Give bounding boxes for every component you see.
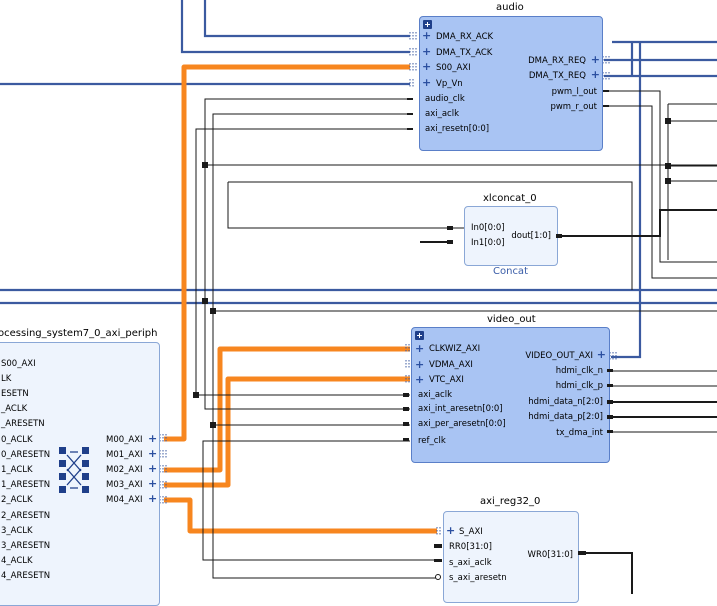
port-plus-icon[interactable]: + xyxy=(446,524,456,537)
bus-interface-icon xyxy=(159,32,617,535)
video-out-port: axi_aclk xyxy=(418,390,453,400)
video-out-port: VIDEO_OUT_AXI xyxy=(525,351,593,361)
audio-port: Vp_Vn xyxy=(436,79,463,89)
periph-port: M03_AXI xyxy=(106,480,143,490)
axi-reg32-block[interactable]: + S_AXI RR0[31:0] s_axi_aclk s_axi_arese… xyxy=(443,511,579,603)
port-plus-icon[interactable]: + xyxy=(148,462,158,475)
port-plus-icon[interactable]: + xyxy=(148,432,158,445)
video-out-block-title: video_out xyxy=(487,314,536,325)
port-plus-icon[interactable]: + xyxy=(590,53,600,66)
periph-port: 0_ARESETN xyxy=(1,450,51,460)
axi-highlight-wires xyxy=(164,64,437,534)
audio-port: DMA_TX_REQ xyxy=(528,71,586,81)
periph-port: 0_ACLK xyxy=(1,435,33,445)
signal-bus-wires xyxy=(420,209,717,594)
periph-port: M02_AXI xyxy=(106,465,143,475)
audio-port-stubs xyxy=(407,90,609,130)
periph-port: LK xyxy=(1,374,12,384)
video-out-port: tx_dma_int xyxy=(556,428,603,438)
port-plus-icon[interactable]: + xyxy=(596,348,606,361)
video-out-port: ref_clk xyxy=(418,436,446,446)
audio-port: audio_clk xyxy=(425,94,465,104)
audio-port: DMA_TX_ACK xyxy=(436,48,493,58)
video-out-port: hdmi_data_n[2:0] xyxy=(528,397,603,407)
video-out-port: hdmi_data_p[2:0] xyxy=(528,412,603,422)
expand-plus-icon[interactable] xyxy=(423,20,432,29)
port-plus-icon[interactable]: + xyxy=(415,358,425,371)
axi-reg32-port: WR0[31:0] xyxy=(527,550,573,560)
xlconcat-port: In0[0:0] xyxy=(471,223,505,233)
audio-port: DMA_RX_ACK xyxy=(436,32,494,42)
periph-port: 1_ARESETN xyxy=(1,480,51,490)
periph-port: _ACLK xyxy=(1,404,28,414)
audio-port: pwm_l_out xyxy=(551,87,597,97)
audio-port: pwm_r_out xyxy=(550,102,597,112)
axi-reg32-port: RR0[31:0] xyxy=(449,542,492,552)
axi-reg32-port: s_axi_aresetn xyxy=(449,573,507,583)
audio-port: axi_resetn[0:0] xyxy=(425,124,490,134)
periph-port: 2_ARESETN xyxy=(1,511,51,521)
xlconcat-port: dout[1:0] xyxy=(511,231,551,241)
audio-block-title: audio xyxy=(496,2,524,13)
periph-port: ESETN xyxy=(1,389,29,399)
crossbar-icon xyxy=(59,447,89,493)
audio-port: axi_aclk xyxy=(425,109,460,119)
port-plus-icon[interactable]: + xyxy=(422,45,432,58)
periph-port: M01_AXI xyxy=(106,450,143,460)
video-out-port: VTC_AXI xyxy=(429,375,464,385)
axi-reg32-port: s_axi_aclk xyxy=(449,558,492,568)
video-out-port: axi_int_aresetn[0:0] xyxy=(418,404,503,414)
port-plus-icon[interactable]: + xyxy=(422,29,432,42)
bus-wires xyxy=(0,0,717,359)
video-out-port: VDMA_AXI xyxy=(429,360,473,370)
net-junctions xyxy=(193,118,671,428)
video-out-port: hdmi_clk_n xyxy=(555,366,603,376)
video-out-block[interactable]: + CLKWIZ_AXI + VDMA_AXI + VTC_AXI axi_ac… xyxy=(411,327,610,463)
audio-block[interactable]: + DMA_RX_ACK + DMA_TX_ACK + S00_AXI + Vp… xyxy=(419,16,603,151)
periph-port: 2_ACLK xyxy=(1,495,33,505)
xlconcat-subtitle: Concat xyxy=(493,266,528,277)
periph-port: 3_ARESETN xyxy=(1,541,51,551)
axi-reg32-block-title: axi_reg32_0 xyxy=(480,496,541,507)
expand-plus-icon[interactable] xyxy=(415,331,424,340)
video-out-port: CLKWIZ_AXI xyxy=(429,344,481,354)
periph-port: M00_AXI xyxy=(106,435,143,445)
periph-port: 4_ACLK xyxy=(1,556,33,566)
periph-port: 1_ACLK xyxy=(1,465,33,475)
periph-port: M04_AXI xyxy=(106,495,143,505)
port-plus-icon[interactable]: + xyxy=(148,477,158,490)
periph-port: S00_AXI xyxy=(1,359,36,369)
periph-block[interactable]: S00_AXI LK ESETN _ACLK _ARESETN 0_ACLK 0… xyxy=(0,342,160,606)
video-out-port: axi_per_aresetn[0:0] xyxy=(418,419,506,429)
audio-port: DMA_RX_REQ xyxy=(528,56,586,66)
periph-port: 4_ARESETN xyxy=(1,571,51,581)
port-plus-icon[interactable]: + xyxy=(148,447,158,460)
video-out-port: hdmi_clk_p xyxy=(555,381,603,391)
port-plus-icon[interactable]: + xyxy=(415,342,425,355)
xlconcat-port: In1[0:0] xyxy=(471,238,505,248)
audio-port: S00_AXI xyxy=(436,63,471,73)
port-plus-icon[interactable]: + xyxy=(422,76,432,89)
xlconcat-block-title: xlconcat_0 xyxy=(483,193,537,204)
port-plus-icon[interactable]: + xyxy=(148,492,158,505)
periph-block-title: ocessing_system7_0_axi_periph xyxy=(0,328,158,339)
periph-port: 3_ACLK xyxy=(1,526,33,536)
axi-reg32-port: S_AXI xyxy=(459,527,483,537)
xlconcat-block[interactable]: In0[0:0] In1[0:0] dout[1:0] xyxy=(464,206,558,266)
port-plus-icon[interactable]: + xyxy=(415,373,425,386)
periph-port: _ARESETN xyxy=(1,419,45,429)
port-plus-icon[interactable]: + xyxy=(590,68,600,81)
port-plus-icon[interactable]: + xyxy=(422,60,432,73)
